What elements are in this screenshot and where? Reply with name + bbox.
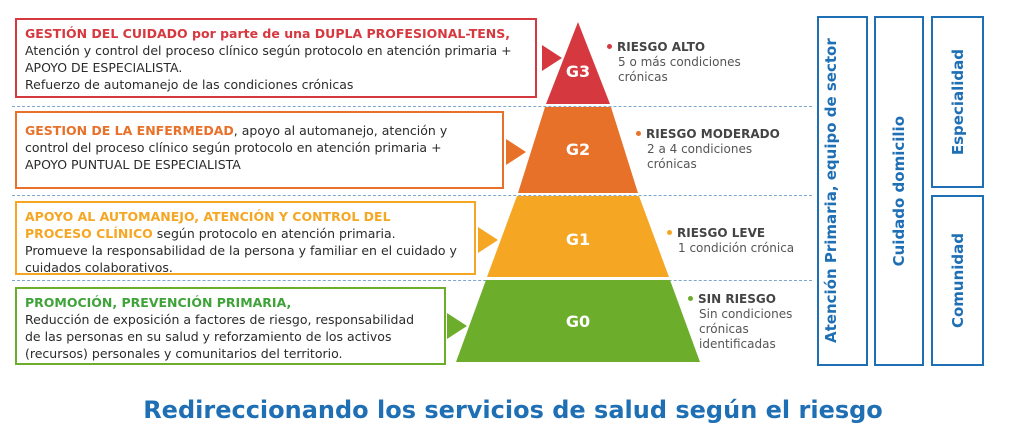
risk-desc-g2-1: 2 a 4 condiciones <box>647 142 753 156</box>
risk-title-g3: RIESGO ALTO <box>617 40 706 54</box>
risk-desc-g1-1: 1 condición crónica <box>678 241 795 255</box>
side-box-atencion-primaria: Atención Primaria, equipo de sector <box>817 16 868 366</box>
level-g2-line2: APOYO PUNTUAL DE ESPECIALISTA <box>25 157 241 172</box>
risk-label-g0: SIN RIESGO Sin condiciones crónicas iden… <box>688 292 792 352</box>
pyramid-label-g0: G0 <box>565 312 591 331</box>
risk-desc-g2-2: crónicas <box>647 157 697 171</box>
side-label-comunidad: Comunidad <box>948 232 967 329</box>
side-box-comunidad: Comunidad <box>931 195 984 366</box>
risk-title-g2: RIESGO MODERADO <box>646 127 780 141</box>
level-g1-line1: Promueve la responsabilidad de la person… <box>25 243 457 258</box>
separator-g2-g1 <box>12 195 812 196</box>
side-label-cuidado-domicilio: Cuidado domicilio <box>890 115 908 267</box>
risk-dot-icon <box>607 44 612 49</box>
level-g3-line3: Refuerzo de automanejo de las condicione… <box>25 77 354 92</box>
level-g1-header-2-rest: según protocolo en atención primaria. <box>152 226 396 241</box>
level-g2-header: GESTION DE LA ENFERMEDAD <box>25 123 234 138</box>
arrow-g1 <box>478 227 498 253</box>
risk-label-g2: RIESGO MODERADO 2 a 4 condiciones crónic… <box>636 127 780 172</box>
side-label-especialidad: Especialidad <box>948 48 967 156</box>
risk-title-g0: SIN RIESGO <box>698 292 776 306</box>
level-g3-header: GESTIÓN DEL CUIDADO por parte de una DUP… <box>25 26 510 41</box>
pyramid-level-g3 <box>546 22 610 104</box>
risk-label-g3: RIESGO ALTO 5 o más condiciones crónicas <box>607 40 741 85</box>
arrow-g0 <box>447 313 467 339</box>
level-g3-description: GESTIÓN DEL CUIDADO por parte de una DUP… <box>15 18 537 98</box>
level-g0-line2: de las personas en su salud y reforzamie… <box>25 329 392 344</box>
separator-g3-g2 <box>12 106 812 107</box>
side-box-cuidado-domicilio: Cuidado domicilio <box>874 16 924 366</box>
risk-title-g1: RIESGO LEVE <box>677 226 766 240</box>
level-g1-line2: cuidados colaborativos. <box>25 260 173 275</box>
arrow-g3 <box>542 45 562 71</box>
pyramid-level-g1 <box>487 196 669 277</box>
risk-desc-g0-2: crónicas <box>699 322 749 336</box>
level-g3-line1: Atención y control del proceso clínico s… <box>25 43 512 58</box>
level-g2-line1: control del proceso clínico según protoc… <box>25 140 442 155</box>
level-g3-line2: APOYO DE ESPECIALISTA. <box>25 60 183 75</box>
arrow-g2 <box>506 139 526 165</box>
risk-dot-icon <box>667 230 672 235</box>
level-g1-header: APOYO AL AUTOMANEJO, ATENCIÓN Y CONTROL … <box>25 209 391 224</box>
risk-desc-g3-1: 5 o más condiciones <box>618 55 741 69</box>
level-g2-description: GESTION DE LA ENFERMEDAD, apoyo al autom… <box>15 111 504 189</box>
level-g0-line3: (recursos) personales y comunitarios del… <box>25 346 343 361</box>
footer-title: Redireccionando los servicios de salud s… <box>143 396 883 424</box>
pyramid-level-g0 <box>456 280 700 362</box>
level-g0-description: PROMOCIÓN, PREVENCIÓN PRIMARIA, Reducció… <box>15 287 446 365</box>
level-g0-header: PROMOCIÓN, PREVENCIÓN PRIMARIA, <box>25 295 292 310</box>
risk-desc-g0-3: identificadas <box>699 337 776 351</box>
level-g1-header-2: PROCESO CLÍNICO <box>25 226 153 241</box>
side-label-atencion-primaria: Atención Primaria, equipo de sector <box>821 38 840 344</box>
pyramid-label-g1: G1 <box>565 230 591 249</box>
level-g0-line1: Reducción de exposición a factores de ri… <box>25 312 415 327</box>
risk-desc-g3-2: crónicas <box>618 70 668 84</box>
risk-label-g1: RIESGO LEVE 1 condición crónica <box>667 226 794 256</box>
pyramid-level-g2 <box>518 107 638 193</box>
side-box-especialidad: Especialidad <box>931 16 984 188</box>
level-g2-header-rest: , apoyo al automanejo, atención y <box>233 123 448 138</box>
risk-dot-icon <box>688 296 693 301</box>
pyramid-label-g3: G3 <box>565 62 591 81</box>
level-g1-description: APOYO AL AUTOMANEJO, ATENCIÓN Y CONTROL … <box>15 201 476 275</box>
risk-desc-g0-1: Sin condiciones <box>699 307 793 321</box>
risk-dot-icon <box>636 131 641 136</box>
pyramid-label-g2: G2 <box>565 140 591 159</box>
separator-g1-g0 <box>12 280 812 281</box>
